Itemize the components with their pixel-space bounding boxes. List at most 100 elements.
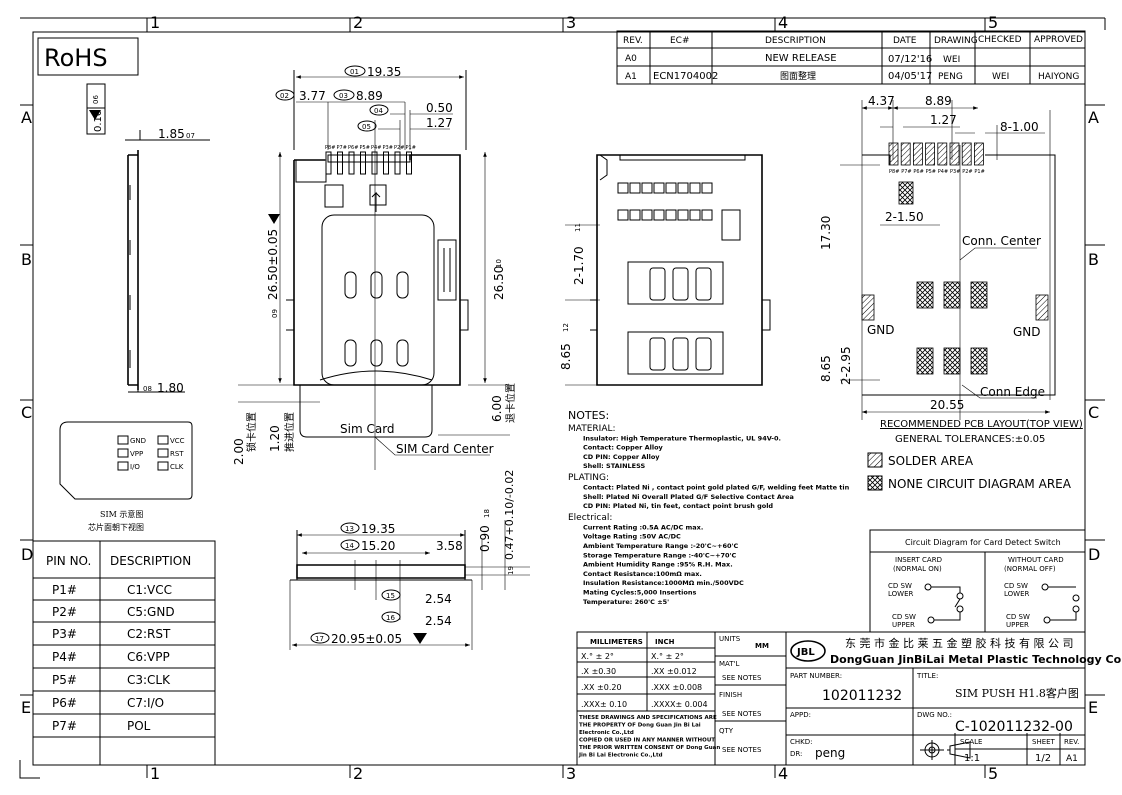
notes: NOTES: MATERIAL:Insulator: High Temperat… xyxy=(568,409,850,606)
front-view: 13 19.35 14 15.20 3.58 15 2.54 16 2.54 1… xyxy=(289,470,530,650)
pcb-dim-b: 8.89 xyxy=(925,94,952,108)
rev-a0-rev: A0 xyxy=(625,54,637,64)
scale-label: SCALE xyxy=(960,738,982,746)
without-upper-label: UPPER xyxy=(1006,621,1029,629)
bottom-dim-a: 2-1.70 xyxy=(572,246,586,285)
rohs-label: RoHS xyxy=(44,44,108,72)
front-p2-dim: 2.54 xyxy=(425,614,452,628)
drawing-frame: 1 2 3 4 5 1 2 3 4 5 A B C D E A B C D E xyxy=(19,13,1106,783)
tol-mm: X.° ± 2° xyxy=(581,652,614,661)
notes-line: Ambient Temperature Range :-20'C~+60'C xyxy=(583,542,738,550)
tol-inch: X.° ± 2° xyxy=(651,652,684,661)
insert-lower-label: LOWER xyxy=(888,590,914,598)
zone-right-e: E xyxy=(1088,698,1098,717)
finish-label: FINISH xyxy=(719,691,742,699)
notes-line: Temperature: 260'C ±5' xyxy=(583,598,669,606)
top-pin-label: P2# xyxy=(394,145,404,151)
notes-section-heading: PLATING: xyxy=(568,473,609,483)
pin-number: P1# xyxy=(52,583,77,597)
eject-position-label: 退卡位置 xyxy=(504,383,517,423)
top-height-dim: 26.50±0.05 xyxy=(266,229,280,300)
pcb-tolerance: GENERAL TOLERANCES:±0.05 xyxy=(895,434,1045,445)
rev-a0-description: NEW RELEASE xyxy=(765,53,837,64)
drawing-title: SIM PUSH H1.8客户图 xyxy=(955,686,1079,700)
notes-line: CD PIN: Copper Alloy xyxy=(583,453,660,461)
zone-left-d: D xyxy=(21,545,33,564)
zone-right-c: C xyxy=(1088,403,1099,422)
tol-inch: .XXX ±0.008 xyxy=(651,683,702,692)
front-overall-dim: 20.95±0.05 xyxy=(331,632,402,646)
contact-pads xyxy=(344,271,409,367)
rev-header-checked: CHECKED xyxy=(978,35,1022,45)
tol-mm: .XXX± 0.10 xyxy=(581,700,627,709)
dwg-number: C-102011232-00 xyxy=(955,719,1073,735)
top-pin-label: P4# xyxy=(371,145,381,151)
flatness-value: 0.10 xyxy=(93,110,104,132)
zone-right-b: B xyxy=(1088,250,1099,269)
gnd-pad-left xyxy=(861,294,875,321)
zone-bottom-5: 5 xyxy=(988,764,998,783)
pcb-pin-label: P1# xyxy=(974,169,984,175)
solder-pad xyxy=(913,142,923,166)
lock-position-label: 锁卡位置 xyxy=(245,412,258,452)
top-pin xyxy=(394,151,401,175)
sim-card-center-label: SIM Card Center xyxy=(396,442,494,456)
contact-slot xyxy=(689,209,701,221)
tol-inch: .XXXX± 0.004 xyxy=(651,700,708,709)
notes-section-heading: Electrical: xyxy=(568,513,612,523)
qty-label: QTY xyxy=(719,727,734,735)
gnd-left-label: GND xyxy=(867,323,895,337)
pcb-pitch: 1.27 xyxy=(930,113,957,127)
notes-line: Shell: Plated Ni Overall Plated G/F Sele… xyxy=(583,493,794,501)
rev-a1-approved: HAIYONG xyxy=(1038,72,1079,82)
circuit-title: Circuit Diagram for Card Detect Switch xyxy=(905,538,1061,547)
zone-bottom-2: 2 xyxy=(353,764,363,783)
rev-header-ec: EC# xyxy=(670,36,690,46)
top-height-id: 09 xyxy=(271,309,279,318)
notes-line: Ambient Humidity Range :95% R.H. Max. xyxy=(583,561,733,569)
projection-symbol-icon xyxy=(920,740,971,760)
top-offset-id: 02 xyxy=(280,92,289,100)
contact-slot xyxy=(677,182,689,194)
switch-closed-icon xyxy=(924,583,964,624)
contact-slot xyxy=(701,182,713,194)
switch-open-icon xyxy=(1041,583,1080,624)
zone-top-1: 1 xyxy=(150,13,160,32)
proprietary-line: COPIED OR USED IN ANY MANNER WITHOUT xyxy=(579,738,715,744)
pcb-dim-a: 4.37 xyxy=(868,94,895,108)
contact-slot xyxy=(653,209,665,221)
proprietary-line: THE PROPERTY OF Dong Guan Jin Bi Lai xyxy=(579,723,701,729)
part-number-label: PART NUMBER: xyxy=(790,672,842,680)
drawn-by: peng xyxy=(815,746,845,760)
pin-table: PIN NO. DESCRIPTION P1#C1:VCCP2#C5:GNDP3… xyxy=(33,540,216,765)
dr-label: DR: xyxy=(790,750,802,758)
top-view: 01 19.35 02 3.77 03 8.89 04 0.50 05 1.27… xyxy=(232,65,517,470)
none-circuit-swatch xyxy=(867,475,883,491)
matl-value: SEE NOTES xyxy=(722,674,762,682)
revision-table: REV. EC# DESCRIPTION DATE DRAWING CHECKE… xyxy=(616,30,1086,85)
legend-solder: SOLDER AREA xyxy=(888,454,974,468)
insert-lower-cd-sw: CD SW xyxy=(888,582,912,590)
proprietary-line: Jin Bi Lai Electronic Co.,Ltd xyxy=(578,753,663,759)
rev-a0-drawing: WEI xyxy=(943,55,960,65)
zone-bottom-3: 3 xyxy=(566,764,576,783)
rev-a1-drawing: PENG xyxy=(938,72,963,82)
contact-slot xyxy=(665,182,677,194)
notes-line: Insulator: High Temperature Thermoplasti… xyxy=(583,434,781,442)
top-offset-dim: 3.77 xyxy=(299,89,326,103)
top-span-dim: 8.89 xyxy=(356,89,383,103)
pcb-pin-label: P6# xyxy=(913,169,923,175)
rev-header-rev: REV. xyxy=(623,36,643,46)
thickness-dim: 1.85 xyxy=(158,127,185,141)
pin-number: P2# xyxy=(52,605,77,619)
front-total-dim: 19.35 xyxy=(361,522,395,536)
push-position-dim: 1.20 xyxy=(268,425,282,452)
front-overall-id: 17 xyxy=(315,635,324,643)
contact-slot xyxy=(629,182,641,194)
finish-value: SEE NOTES xyxy=(722,710,762,718)
contact-slot xyxy=(641,209,653,221)
pin-number: P7# xyxy=(52,719,77,733)
pcb-pin-label: P7# xyxy=(901,169,911,175)
zone-left-a: A xyxy=(21,108,32,127)
company-name-en: DongGuan JinBiLai Metal Plastic Technolo… xyxy=(830,653,1122,666)
